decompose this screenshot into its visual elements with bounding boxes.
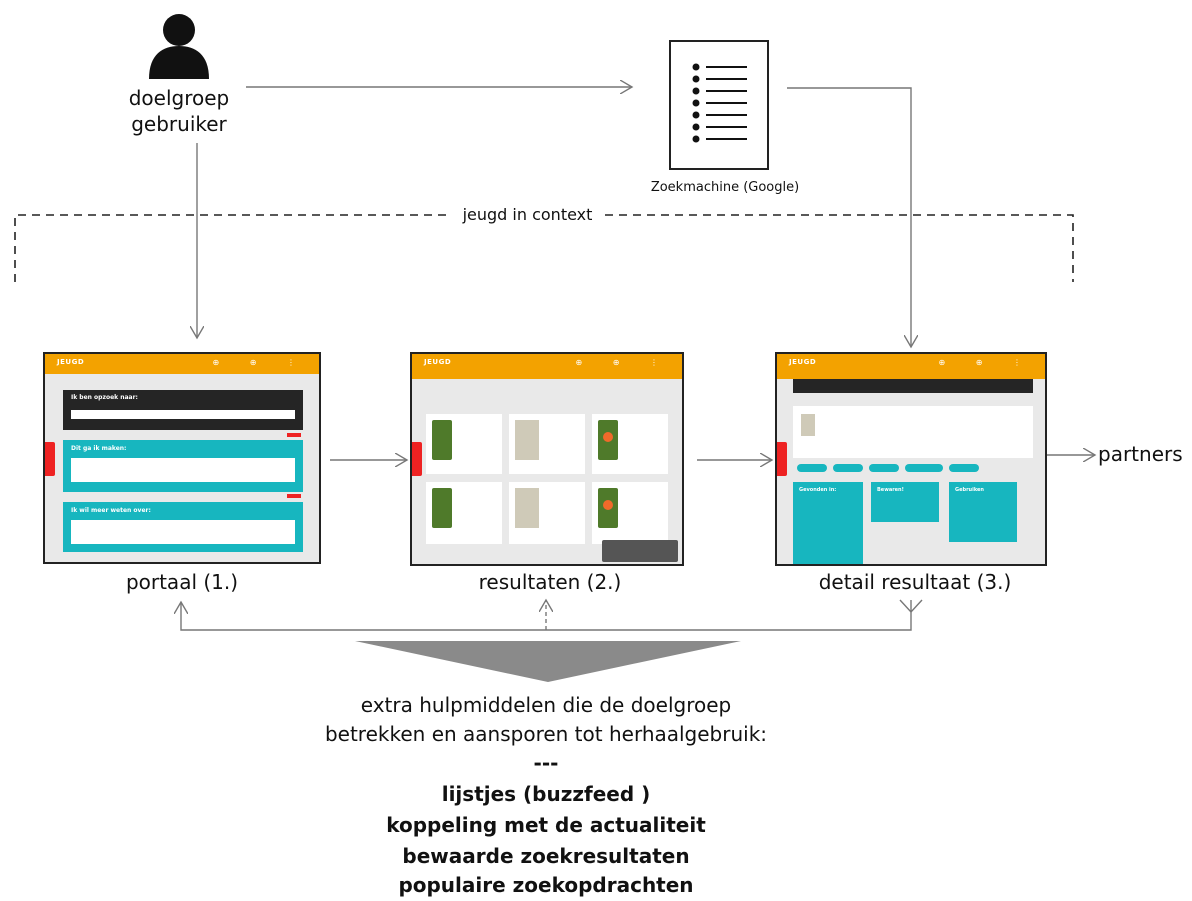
search-engine-label: Zoekmachine (Google) bbox=[650, 180, 800, 195]
header-icons: ⊕ ⊕ ⋮ bbox=[938, 358, 1035, 367]
found-in-box: Gevonden in: bbox=[793, 482, 863, 564]
result-card bbox=[509, 482, 585, 544]
tag-pill bbox=[905, 464, 943, 472]
book-cover bbox=[432, 488, 452, 528]
search-panel: Ik ben opzoek naar: bbox=[63, 390, 303, 430]
use-box: Gebruiken bbox=[949, 482, 1017, 542]
separator: --- bbox=[533, 751, 559, 775]
screen-logo: JEUGD bbox=[57, 358, 85, 366]
tag-pill bbox=[833, 464, 863, 472]
book-cover bbox=[515, 420, 539, 460]
helper-item-3: bewaarde zoekresultaten bbox=[402, 844, 690, 868]
user-silhouette-icon bbox=[149, 14, 209, 79]
result-card bbox=[592, 414, 668, 474]
header-icons: ⊕ ⊕ ⋮ bbox=[212, 358, 309, 367]
screen-header: JEUGD ⊕ ⊕ ⋮ bbox=[45, 354, 319, 374]
result-card bbox=[592, 482, 668, 544]
know-title: Ik wil meer weten over: bbox=[71, 507, 151, 514]
feedback-tab bbox=[45, 442, 55, 476]
detail-label: detail resultaat (3.) bbox=[818, 570, 1012, 594]
book-cover bbox=[801, 414, 815, 436]
save-title: Bewaren! bbox=[877, 487, 904, 493]
search-title: Ik ben opzoek naar: bbox=[71, 394, 138, 401]
book-cover bbox=[432, 420, 452, 460]
resultaten-screen: JEUGD ⊕ ⊕ ⋮ bbox=[410, 352, 684, 566]
feedback-loop-tail-fork bbox=[899, 599, 923, 614]
cover-dot bbox=[603, 432, 613, 442]
result-card bbox=[426, 482, 502, 544]
know-icon-strip bbox=[71, 520, 295, 544]
tooltip-box bbox=[602, 540, 678, 562]
make-icon-strip bbox=[71, 458, 295, 482]
resultaten-label: resultaten (2.) bbox=[478, 570, 622, 594]
make-panel: Dit ga ik maken: bbox=[63, 440, 303, 492]
detail-screen: JEUGD ⊕ ⊕ ⋮ Gevonden in: Bewaren! Gebrui… bbox=[775, 352, 1047, 566]
arrow-google-to-detail bbox=[787, 87, 911, 347]
tag-pill bbox=[869, 464, 899, 472]
feedback-tab bbox=[412, 442, 422, 476]
detail-search-bar bbox=[793, 379, 1033, 393]
funnel-shape bbox=[355, 641, 741, 682]
actor-label-line1: doelgroep bbox=[128, 86, 230, 110]
tag-pill bbox=[949, 464, 979, 472]
portaal-screen: JEUGD ⊕ ⊕ ⋮ Ik ben opzoek naar: Dit ga i… bbox=[43, 352, 321, 564]
header-icons: ⊕ ⊕ ⋮ bbox=[575, 358, 672, 367]
know-panel: Ik wil meer weten over: bbox=[63, 502, 303, 552]
book-cover bbox=[515, 488, 539, 528]
actor-label-line2: gebruiker bbox=[131, 112, 227, 136]
portaal-label: portaal (1.) bbox=[125, 570, 239, 594]
use-title: Gebruiken bbox=[955, 487, 984, 493]
tag-pill bbox=[797, 464, 827, 472]
screen-header: JEUGD ⊕ ⊕ ⋮ bbox=[412, 354, 682, 379]
screen-logo: JEUGD bbox=[424, 358, 452, 366]
context-dashed-bracket bbox=[14, 214, 1074, 282]
result-card bbox=[426, 414, 502, 474]
save-box: Bewaren! bbox=[871, 482, 939, 522]
partners-label: partners bbox=[1098, 442, 1183, 466]
search-engine-node: Zoekmachine (Google) bbox=[640, 40, 810, 200]
result-card bbox=[509, 414, 585, 474]
helper-item-2: koppeling met de actualiteit bbox=[386, 813, 706, 837]
screen-header: JEUGD ⊕ ⊕ ⋮ bbox=[777, 354, 1045, 379]
cover-dot bbox=[603, 500, 613, 510]
context-label: jeugd in context bbox=[450, 205, 605, 224]
helper-item-4: populaire zoekopdrachten bbox=[398, 873, 694, 897]
intro-line-1: extra hulpmiddelen die de doelgroep bbox=[360, 693, 732, 717]
intro-line-2: betrekken en aansporen tot herhaalgebrui… bbox=[324, 722, 768, 746]
make-title: Dit ga ik maken: bbox=[71, 445, 127, 452]
helper-item-1: lijstjes (buzzfeed ) bbox=[441, 782, 651, 806]
search-input bbox=[71, 410, 295, 419]
document-list-icon bbox=[669, 40, 769, 170]
detail-info-card bbox=[793, 406, 1033, 458]
red-tag bbox=[287, 433, 301, 437]
screen-logo: JEUGD bbox=[789, 358, 817, 366]
actor-node: doelgroep gebruiker bbox=[120, 8, 238, 148]
feedback-tab bbox=[777, 442, 787, 476]
found-in-title: Gevonden in: bbox=[799, 487, 837, 493]
red-tag bbox=[287, 494, 301, 498]
